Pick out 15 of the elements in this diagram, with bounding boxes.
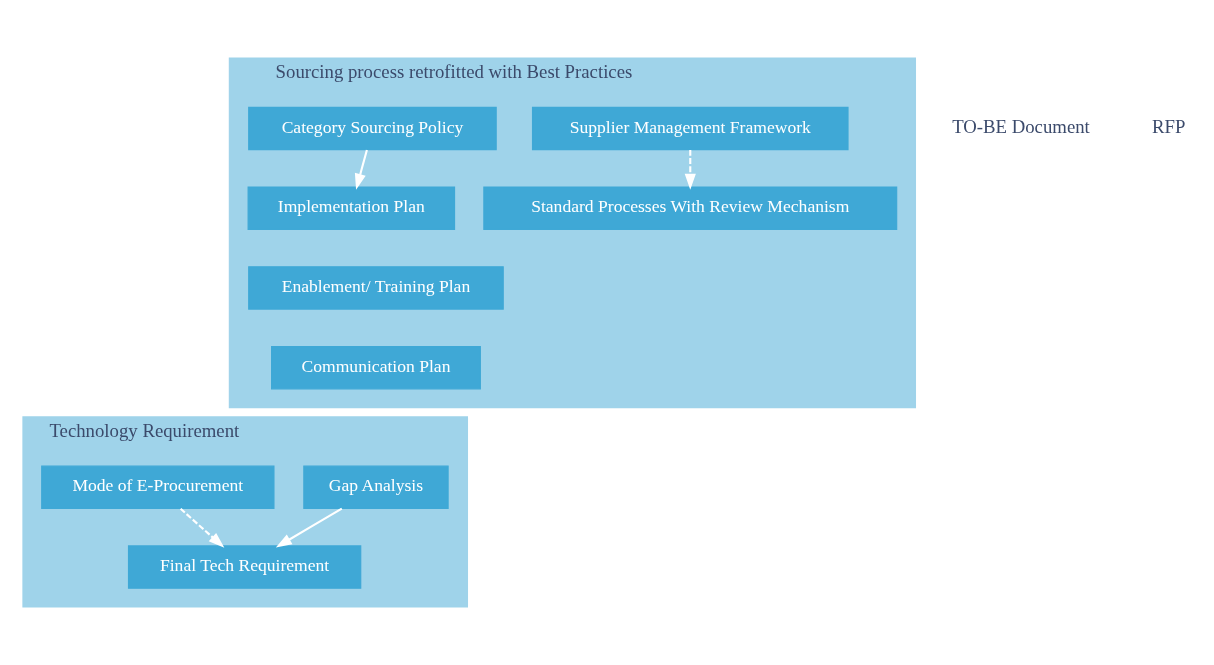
node-box: Mode of E-Procurement bbox=[41, 465, 275, 509]
node-box: Enablement/ Training Plan bbox=[248, 266, 504, 310]
arrow bbox=[354, 149, 368, 190]
arrow bbox=[684, 149, 696, 190]
node-box: Communication Plan bbox=[271, 346, 481, 390]
arrow bbox=[275, 507, 343, 548]
node-box: Final Tech Requirement bbox=[127, 545, 362, 589]
node-box: Supplier Management Framework bbox=[531, 106, 849, 151]
arrow bbox=[179, 508, 225, 548]
node-box: Category Sourcing Policy bbox=[248, 106, 497, 151]
node-box: Gap Analysis bbox=[303, 465, 449, 509]
label: RFP bbox=[1152, 115, 1186, 137]
node-box: Implementation Plan bbox=[247, 186, 456, 230]
label: TO-BE Document bbox=[952, 115, 1090, 137]
node-box: Standard Processes With Review Mechanism bbox=[483, 186, 898, 230]
